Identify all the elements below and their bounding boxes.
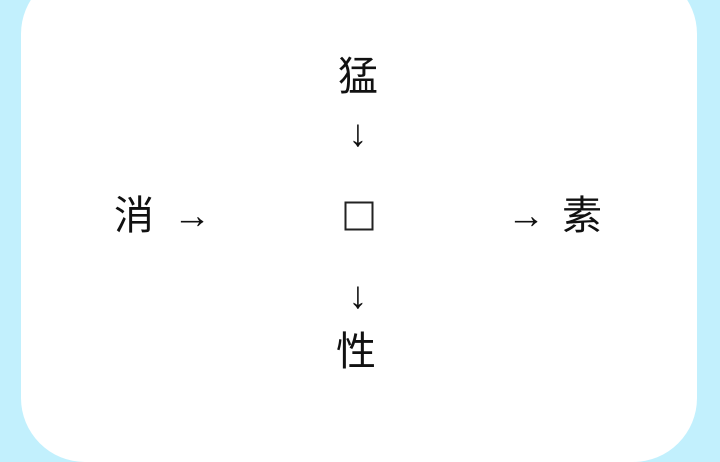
puzzle-page: { "colors": { "background": "#c2f0fd", "…: [21, 0, 697, 462]
blank-square: [344, 201, 374, 231]
arrow-right-icon: →: [507, 195, 545, 237]
kanji-right: 素: [562, 193, 602, 238]
kanji-top: 猛: [338, 54, 378, 99]
arrow-right-icon: →: [173, 195, 211, 237]
arrow-down-icon: ↓: [348, 113, 368, 155]
kanji-left: 消: [114, 193, 154, 238]
puzzle-card: [21, 0, 697, 462]
kanji-bottom: 性: [336, 329, 376, 374]
puzzle-stage: 猛 ↓ 消 → → 素 ↓ 性: [114, 54, 602, 374]
arrow-down-icon: ↓: [348, 275, 368, 317]
